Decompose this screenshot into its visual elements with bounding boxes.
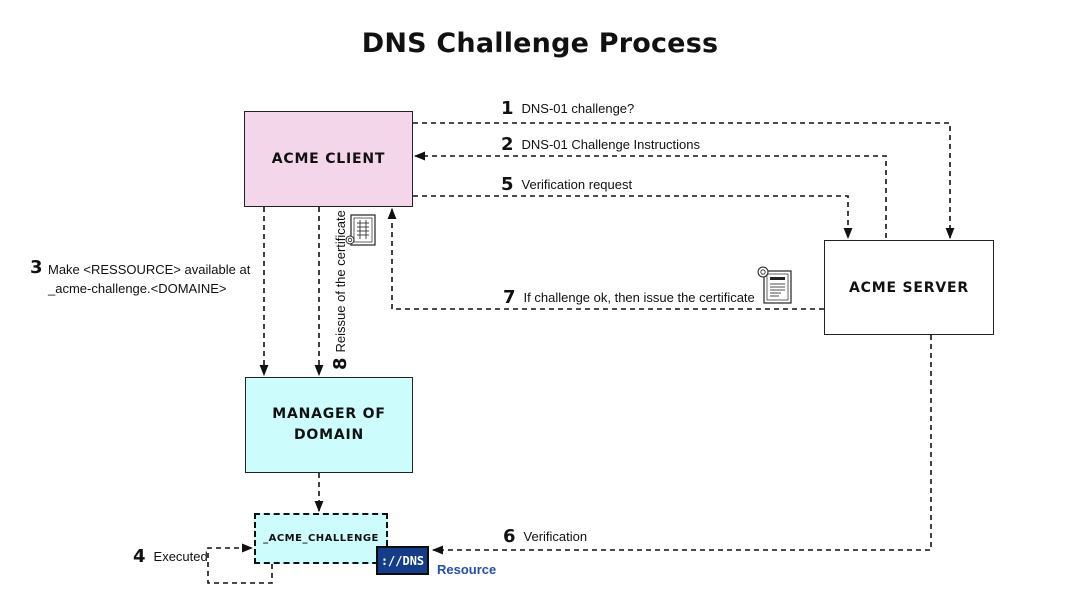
arrow-step-6 bbox=[431, 335, 932, 555]
acme-server-box: ACME SERVER bbox=[824, 240, 994, 335]
arrow-step-7 bbox=[387, 207, 824, 310]
certificate-icon bbox=[345, 214, 376, 246]
step-5-text: Verification request bbox=[521, 177, 633, 192]
step-3-text-line2: _acme-challenge.<DOMAINE> bbox=[48, 281, 227, 296]
step-2-number: 2 bbox=[501, 134, 514, 155]
step-2-text: DNS-01 Challenge Instructions bbox=[521, 137, 701, 152]
step-4-label: 4 Executed bbox=[133, 546, 208, 567]
step-6-text: Verification bbox=[523, 529, 588, 544]
page-title: DNS Challenge Process bbox=[361, 28, 719, 59]
arrow-step-5 bbox=[413, 195, 853, 240]
arrow-step-4 bbox=[207, 543, 273, 584]
step-4-text: Executed bbox=[153, 549, 208, 564]
step-1-label: 1 DNS-01 challenge? bbox=[501, 98, 634, 119]
manager-of-domain-box: MANAGER OF DOMAIN bbox=[245, 377, 413, 473]
acme-server-label: ACME SERVER bbox=[849, 279, 969, 296]
step-7-text: If challenge ok, then issue the certific… bbox=[523, 290, 755, 305]
step-6-number: 6 bbox=[503, 526, 516, 547]
step-7-number: 7 bbox=[503, 287, 516, 308]
arrow-step-1 bbox=[413, 122, 955, 240]
manager-label-line1: MANAGER OF bbox=[272, 406, 386, 422]
acme-client-box: ACME CLIENT bbox=[244, 111, 413, 207]
step-8-number: 8 bbox=[330, 357, 351, 370]
step-3-text-line1: Make <RESSOURCE> available at bbox=[48, 262, 251, 277]
arrow-step-2 bbox=[413, 151, 887, 238]
step-2-label: 2 DNS-01 Challenge Instructions bbox=[501, 134, 700, 155]
acme-client-label: ACME CLIENT bbox=[271, 151, 386, 167]
step-6-label: 6 Verification bbox=[503, 526, 587, 547]
step-1-text: DNS-01 challenge? bbox=[521, 101, 635, 116]
step-7-label: 7 If challenge ok, then issue the certifi… bbox=[503, 287, 755, 308]
certificate-icon bbox=[757, 266, 792, 304]
manager-label-line2: DOMAIN bbox=[293, 427, 364, 443]
step-5-number: 5 bbox=[501, 174, 514, 195]
step-1-number: 1 bbox=[501, 98, 514, 119]
resource-label: Resource bbox=[437, 562, 497, 577]
dns-resource-badge: ://DNS bbox=[376, 546, 429, 575]
step-4-number: 4 bbox=[133, 546, 146, 567]
acme-challenge-label: _ACME_CHALLENGE bbox=[263, 533, 379, 544]
acme-challenge-box: _ACME_CHALLENGE bbox=[254, 513, 388, 564]
step-3-number: 3 bbox=[30, 257, 43, 278]
step-5-label: 5 Verification request bbox=[501, 174, 632, 195]
